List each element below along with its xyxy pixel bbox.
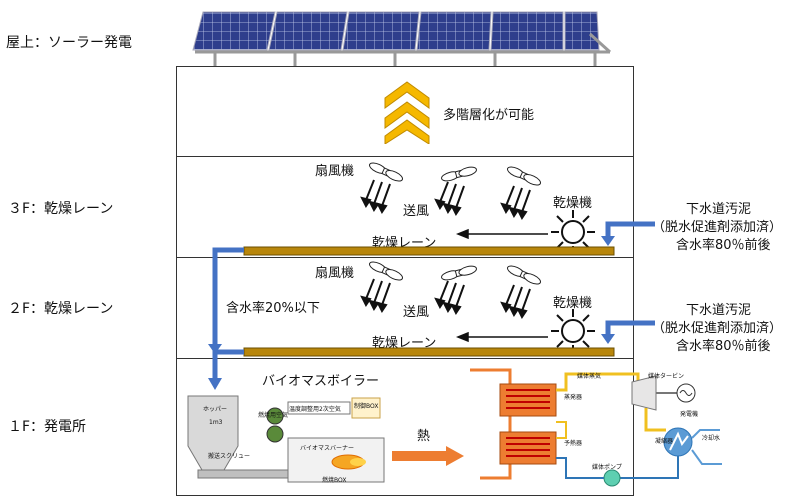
- dryer-icon: [551, 309, 595, 353]
- panel-frame: [195, 32, 612, 66]
- cooling-water-label: 冷却水: [702, 435, 721, 442]
- panel-row: [192, 11, 600, 51]
- fan-icon: [369, 261, 403, 281]
- fan-icon: [369, 162, 403, 182]
- multi-level-note: 多階層化が可能: [443, 108, 535, 123]
- fan-label-3f: 扇風機: [315, 164, 355, 179]
- fan-label-2f: 扇風機: [315, 266, 355, 281]
- sludge-2f-line1: 下水道汚泥: [686, 303, 752, 318]
- chevron-up-icon: [384, 81, 430, 144]
- lane-direction-arrow: [455, 331, 548, 343]
- moisture-20-note: 含水率20%以下: [226, 301, 320, 316]
- boiler-title: バイオマスボイラー: [262, 374, 380, 389]
- sludge-2f-line3: 含水率80％前後: [676, 339, 771, 354]
- temp-air-label: 温度調整用2次空気: [289, 406, 341, 413]
- combustion-air-label: 燃焼用空気: [258, 412, 289, 419]
- preheater-label: 予熱器: [564, 440, 583, 447]
- burner-label: バイオマスバーナー: [300, 445, 355, 452]
- sludge-3f-line3: 含水率80％前後: [676, 238, 771, 253]
- dryer-label-2f: 乾燥機: [553, 296, 593, 311]
- air-label-3f: 送風: [403, 204, 430, 219]
- generator-label: 発電機: [680, 411, 699, 418]
- floor-3-label: ３F：乾燥レーン: [8, 201, 114, 217]
- orc-power-drawing: [470, 368, 722, 487]
- combustion-box-label: 燃焼BOX: [322, 477, 347, 484]
- air-flow-arrows: [360, 278, 531, 319]
- lane-label-2f: 乾燥レーン: [372, 336, 437, 351]
- hopper-volume: 1m3: [209, 419, 223, 426]
- floor-1-label: １F：発電所: [8, 419, 87, 435]
- screw-label: 搬送スクリュー: [208, 453, 251, 460]
- sludge-3f-line1: 下水道汚泥: [686, 202, 752, 217]
- dryer-icon: [551, 210, 595, 254]
- pump-label: 媒体ポンプ: [592, 464, 622, 471]
- dryer-label-3f: 乾燥機: [553, 196, 593, 211]
- floor-1: [176, 358, 634, 496]
- heat-arrow: [392, 446, 464, 466]
- air-flow-arrows: [360, 179, 531, 220]
- roof-label: 屋上：ソーラー発電: [6, 35, 132, 51]
- boiler-drawing: [187, 395, 385, 483]
- fan-icon: [507, 265, 541, 285]
- condenser-label: 凝縮器: [655, 438, 674, 445]
- evaporator-label: 蒸発器: [564, 394, 583, 401]
- hopper-label: ホッパー: [203, 406, 228, 413]
- fan-icon: [441, 166, 477, 182]
- sludge-3f-line2: （脱水促進剤添加済）: [652, 220, 783, 235]
- solar-panel-array: [192, 11, 612, 66]
- turbine-label: 媒体タービン: [648, 373, 685, 380]
- fan-icon: [507, 166, 541, 186]
- control-box-label: 制御BOX: [354, 403, 379, 410]
- heat-label: 熱: [417, 429, 431, 444]
- steam-label: 媒体蒸気: [577, 373, 602, 380]
- floor-2-label: ２F：乾燥レーン: [8, 301, 114, 317]
- floor-3-drawing: [243, 162, 615, 256]
- lane-direction-arrow: [455, 228, 548, 240]
- sludge-2f-line2: （脱水促進剤添加済）: [652, 321, 783, 336]
- fan-icon: [441, 265, 477, 281]
- air-label-2f: 送風: [403, 305, 430, 320]
